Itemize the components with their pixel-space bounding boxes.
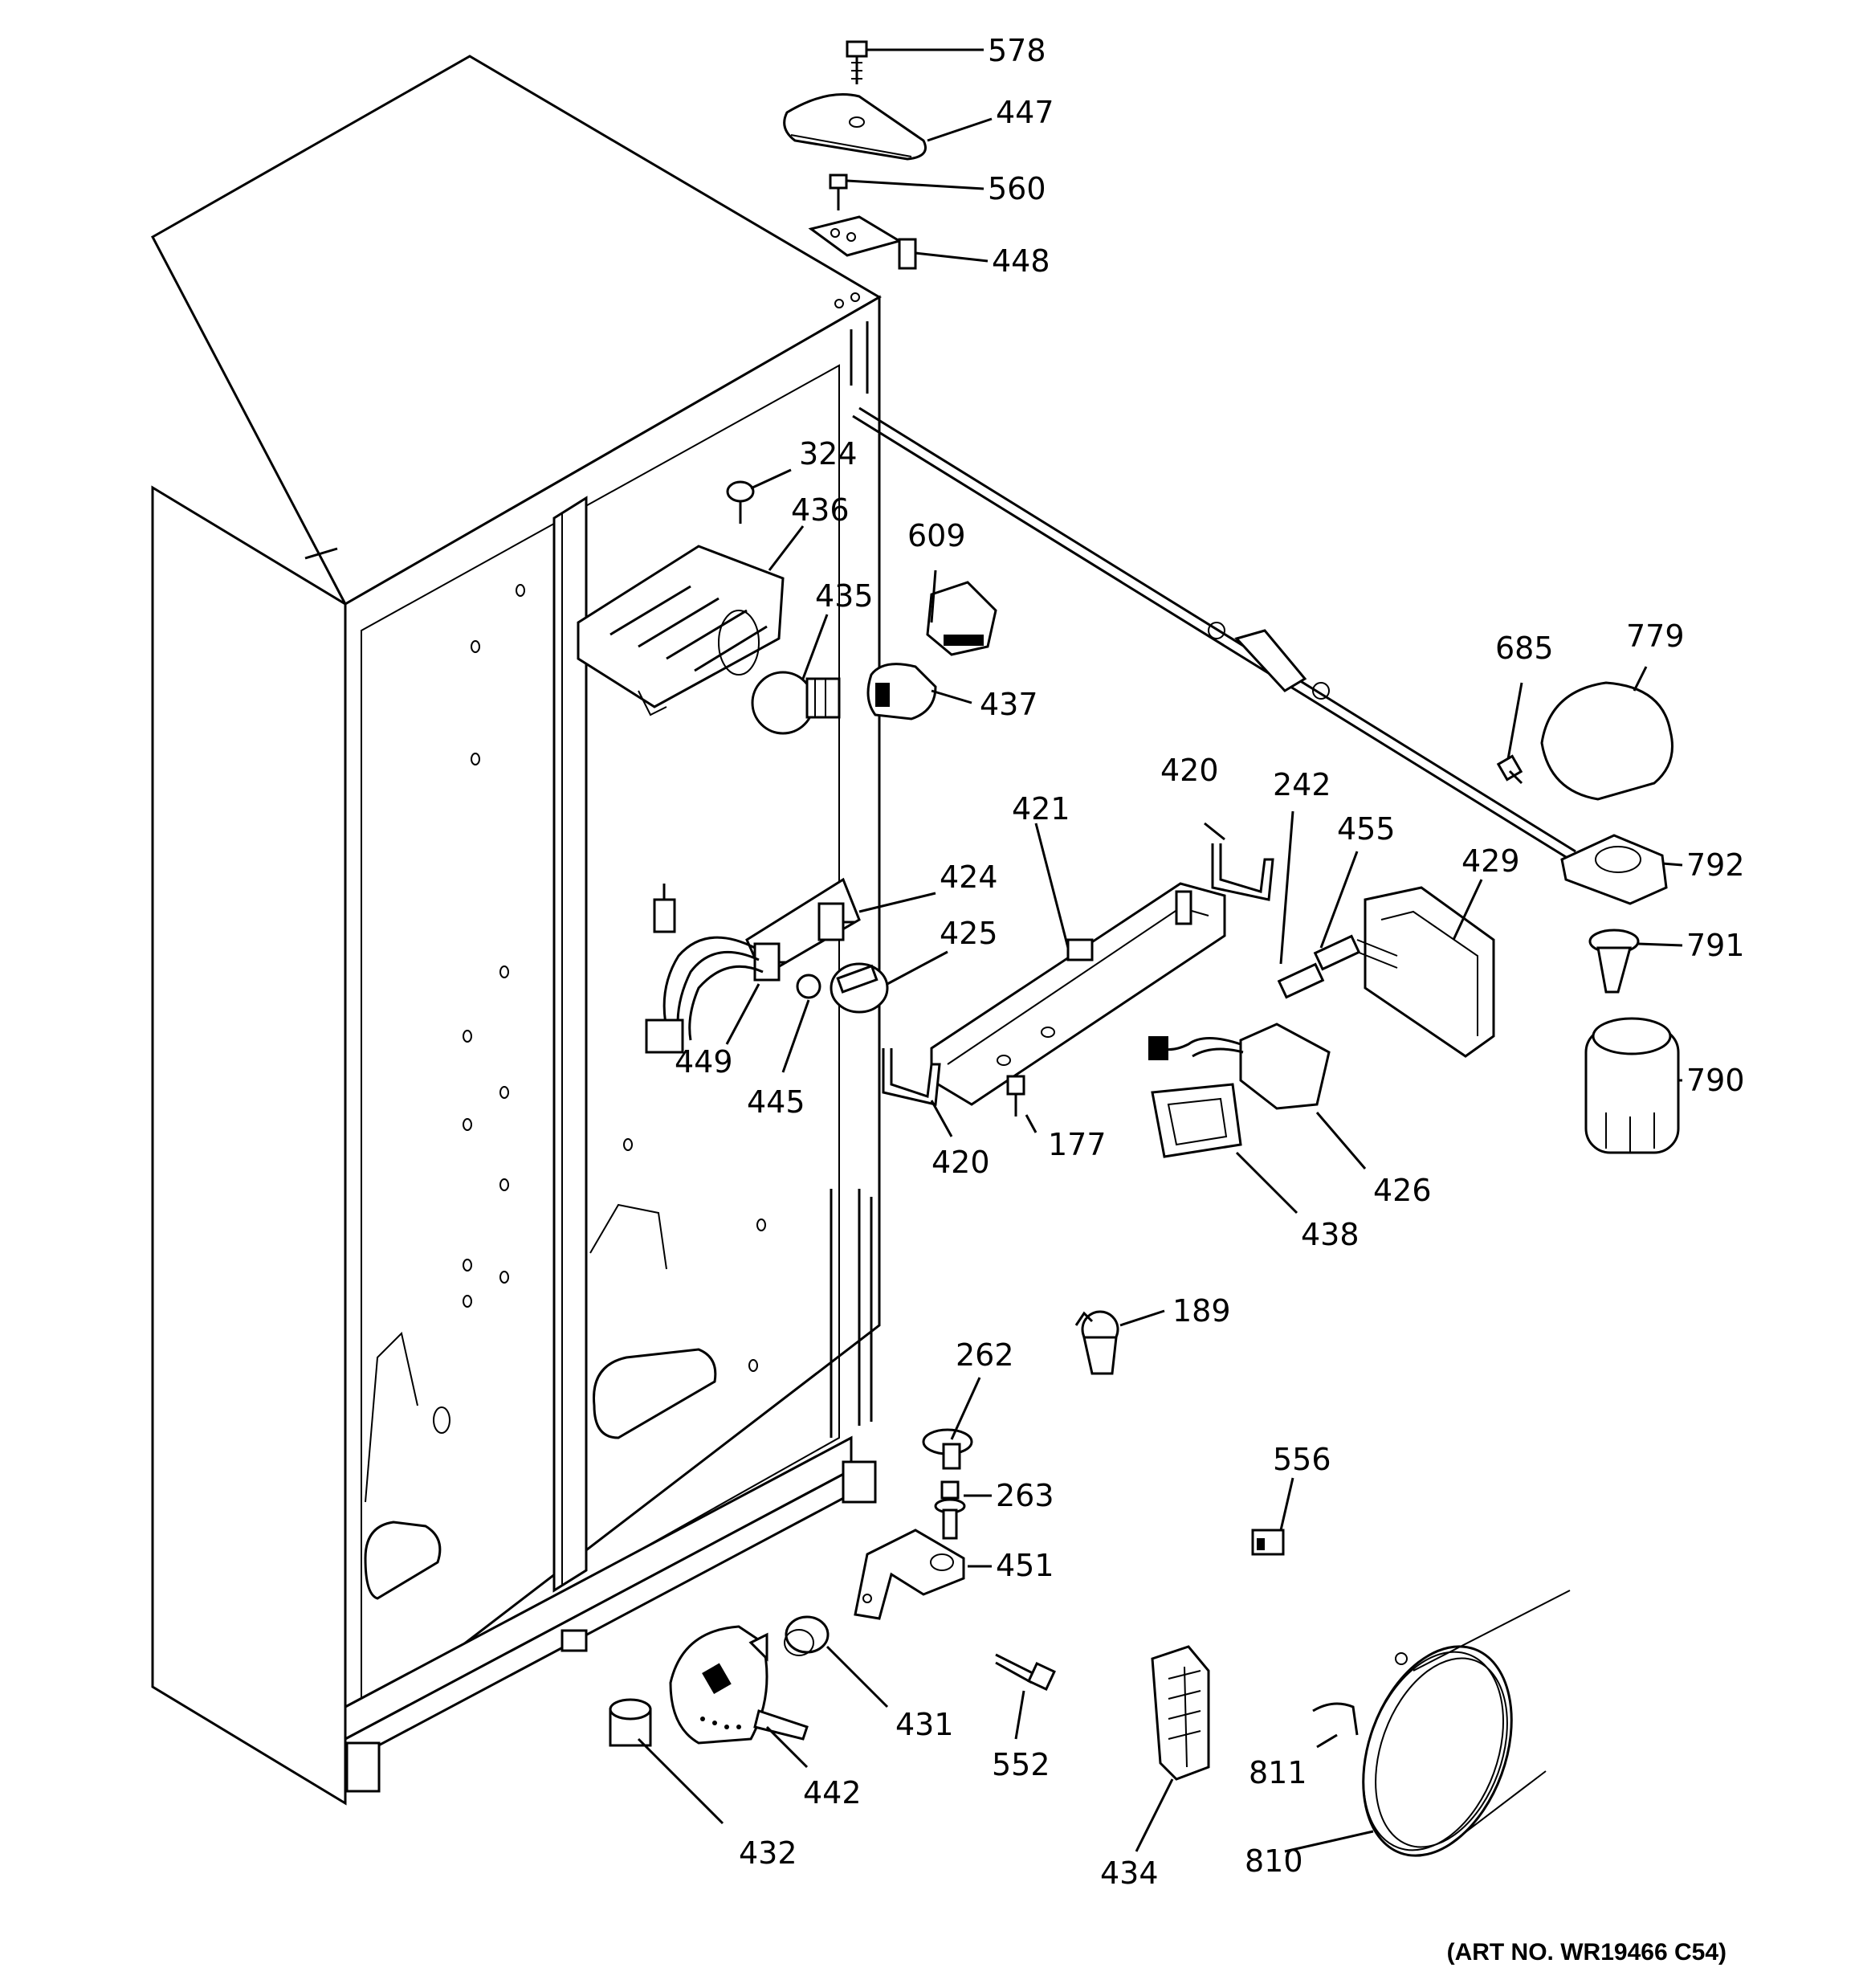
part-556-clip: [1251, 1529, 1285, 1556]
label-421: 421: [1012, 791, 1070, 827]
label-435: 435: [815, 578, 874, 614]
part-432-bushing: [609, 1698, 652, 1747]
part-437-socket: [866, 663, 937, 720]
label-552: 552: [992, 1747, 1050, 1782]
label-431: 431: [895, 1707, 954, 1742]
part-791-bypass-plug: [1588, 929, 1640, 994]
part-426-dispenser-switch: [1148, 1023, 1331, 1110]
label-779: 779: [1626, 618, 1685, 654]
label-445: 445: [747, 1084, 805, 1120]
part-811-clip: [1312, 1702, 1359, 1736]
label-436: 436: [791, 492, 850, 528]
part-779-filter-cover: [1540, 681, 1673, 801]
label-177: 177: [1048, 1127, 1107, 1162]
part-447-hinge-cover: [783, 93, 927, 161]
art-number: (ART NO. WR19466 C54): [1447, 1939, 1726, 1966]
label-449: 449: [675, 1044, 733, 1080]
label-442: 442: [803, 1775, 862, 1810]
label-424: 424: [940, 859, 998, 895]
part-609-switch: [926, 581, 997, 656]
label-447: 447: [996, 95, 1054, 130]
part-labels: 578 447 560 448 324 436 609 435 437 685 …: [675, 33, 1745, 1966]
label-811: 811: [1249, 1755, 1307, 1790]
label-451: 451: [996, 1548, 1054, 1583]
label-437: 437: [980, 687, 1038, 722]
part-448-hinge: [808, 215, 917, 270]
part-262-cam: [922, 1428, 973, 1470]
part-425-knob: [830, 962, 889, 1014]
label-432: 432: [739, 1835, 797, 1871]
water-tube: [852, 406, 1576, 861]
part-431-bushing: [784, 1615, 830, 1656]
label-242: 242: [1273, 767, 1331, 802]
label-429: 429: [1461, 843, 1520, 879]
label-434: 434: [1100, 1855, 1159, 1891]
label-426: 426: [1373, 1173, 1432, 1208]
part-552-screw: [995, 1653, 1056, 1691]
label-556: 556: [1273, 1442, 1331, 1477]
part-792-filter-head: [1560, 834, 1668, 905]
label-685: 685: [1495, 631, 1554, 666]
label-455: 455: [1337, 811, 1396, 847]
label-420-lower: 420: [932, 1145, 990, 1180]
label-420-upper: 420: [1160, 753, 1219, 788]
part-560-screw: [829, 173, 848, 210]
part-242-connector: [1277, 962, 1325, 999]
label-324: 324: [799, 436, 858, 471]
part-451-hinge-bracket: [854, 1529, 965, 1620]
label-810: 810: [1245, 1843, 1303, 1879]
part-810-water-line: [1362, 1590, 1571, 1857]
part-177-screw: [1006, 1075, 1025, 1116]
part-263-pin: [934, 1480, 966, 1540]
label-189: 189: [1172, 1293, 1231, 1329]
leader-lines: [637, 48, 1683, 1853]
label-791: 791: [1686, 928, 1745, 963]
label-609: 609: [907, 518, 966, 553]
part-324-screw: [726, 480, 755, 524]
part-445-bushing: [796, 974, 821, 999]
label-448: 448: [992, 243, 1050, 279]
part-429-housing: [1356, 886, 1495, 1058]
label-560: 560: [988, 171, 1046, 206]
part-578-screw: [846, 40, 868, 84]
label-263: 263: [996, 1478, 1054, 1513]
label-438: 438: [1301, 1217, 1360, 1252]
label-425: 425: [940, 916, 998, 951]
part-424-thermostat: [645, 877, 861, 1054]
part-420-clip-lower: [882, 1048, 941, 1106]
part-434-grille: [1151, 1645, 1210, 1781]
part-790-water-filter: [1584, 1017, 1680, 1154]
label-578: 578: [988, 33, 1046, 68]
part-420-clip-upper: [1211, 843, 1274, 901]
part-438-bezel: [1151, 1083, 1242, 1158]
part-189-connector: [1074, 1310, 1119, 1375]
label-790: 790: [1686, 1063, 1745, 1098]
part-436-light-shield: [577, 545, 785, 716]
label-792: 792: [1686, 847, 1745, 883]
part-435-light-bulb: [751, 671, 841, 735]
label-262: 262: [956, 1337, 1014, 1373]
part-442-damper: [669, 1625, 809, 1745]
part-455-connector: [1313, 934, 1361, 971]
part-685-screw: [1496, 754, 1523, 785]
